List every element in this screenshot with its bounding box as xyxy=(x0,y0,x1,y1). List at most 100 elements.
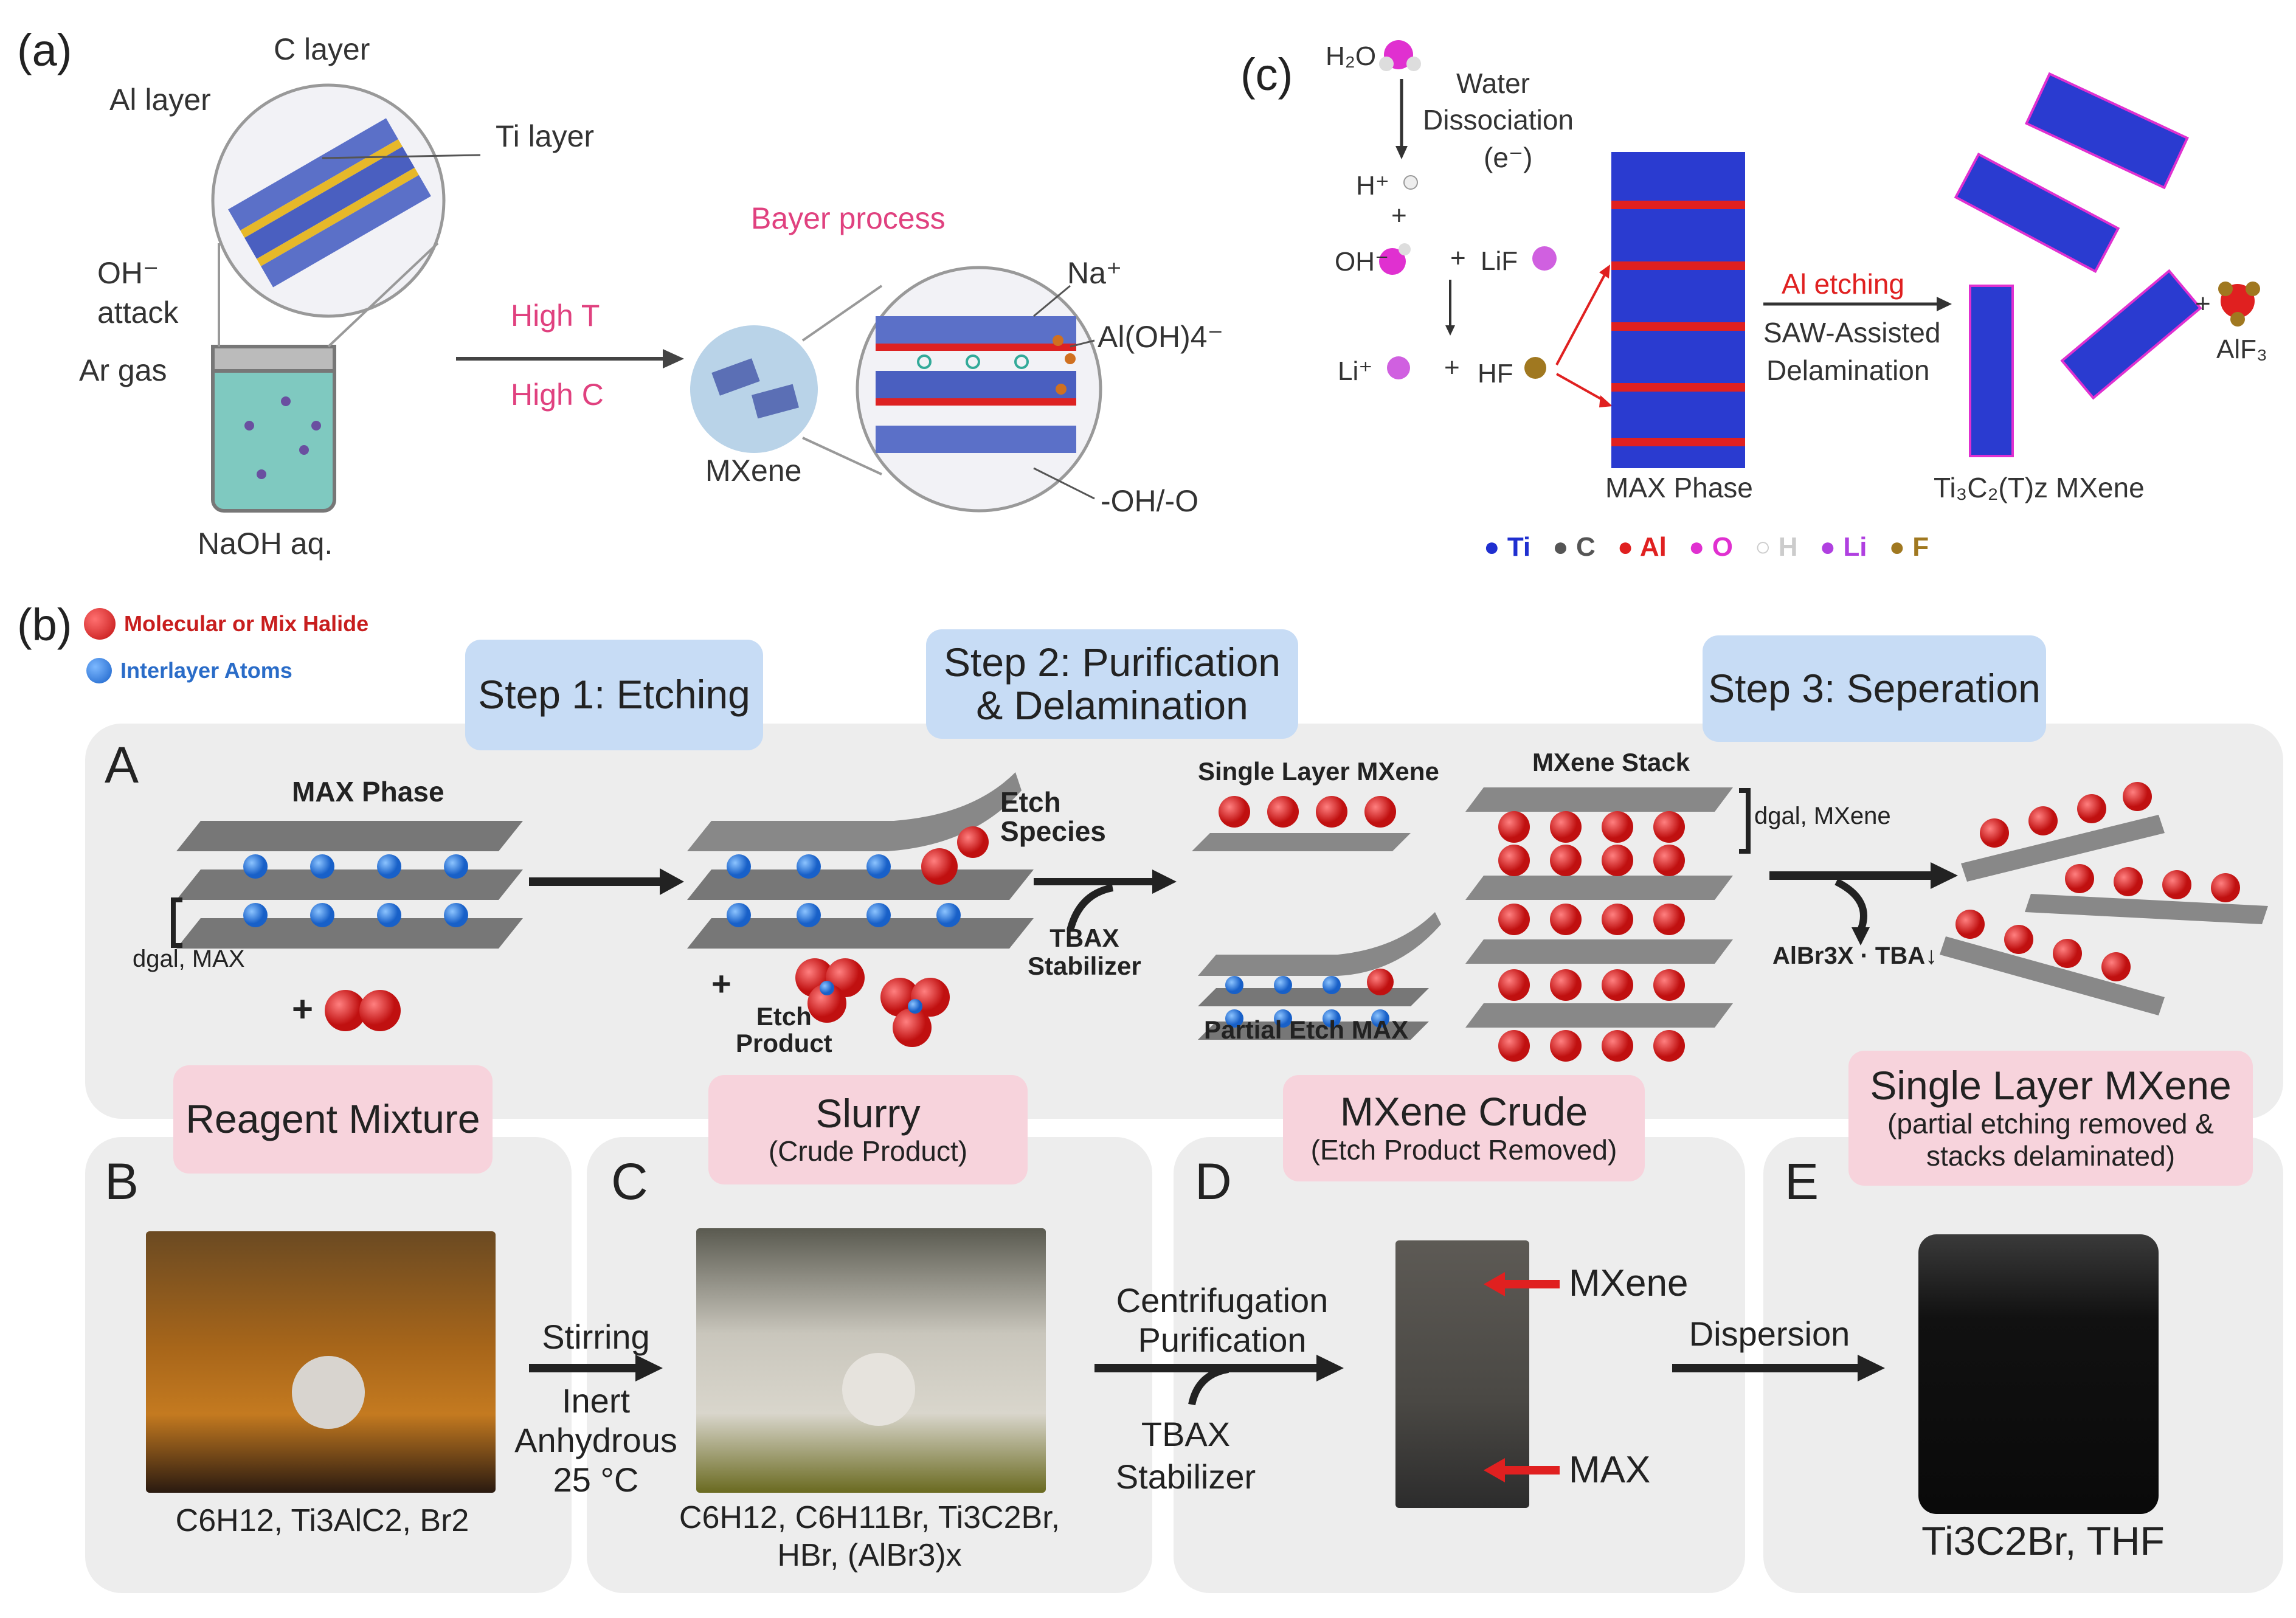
panel-a: (a) C layer Al layer Ti layer OH⁻ attack… xyxy=(0,0,1234,561)
slurry-pill: Slurry(Crude Product) xyxy=(708,1075,1028,1184)
panel-c-letter: (c) xyxy=(1240,49,1293,100)
mxene-pointer-label: MXene xyxy=(1569,1262,1689,1304)
photo-reagent-flask xyxy=(146,1231,496,1493)
stabilizer-d-label: Stabilizer xyxy=(1115,1457,1256,1496)
sub-letter-c: C xyxy=(611,1153,648,1210)
legend-f: ● F xyxy=(1889,532,1929,562)
mxene-stack-title: MXene Stack xyxy=(1532,748,1690,776)
al-etching-label: Al etching xyxy=(1782,268,1905,300)
sub-letter-d: D xyxy=(1195,1153,1232,1210)
plus-1: + xyxy=(1391,201,1407,230)
sub-letter-b: B xyxy=(105,1153,139,1210)
aloh4-label: Al(OH)4⁻ xyxy=(1098,320,1223,354)
red-sphere-icon xyxy=(84,608,116,640)
reagent-pill: Reagent Mixture xyxy=(173,1065,493,1174)
dgal-mxene-label: dgal, MXene xyxy=(1754,803,1891,829)
plus-3: + xyxy=(1444,353,1460,382)
panel-c-legend: ● Ti ● C ● Al ● O ○ H ● Li ● F xyxy=(1484,532,1929,562)
h2o-label: H₂O xyxy=(1326,41,1377,71)
tbax-d-label: TBAX xyxy=(1141,1415,1231,1453)
legend-blue-item: Interlayer Atoms xyxy=(86,658,292,683)
dgal-max-label: dgal, MAX xyxy=(133,946,245,972)
max-phase-structure xyxy=(1611,152,1745,468)
max-phase-plates xyxy=(171,821,523,1031)
water-label: Water xyxy=(1456,67,1530,99)
plus-4: + xyxy=(2195,289,2211,319)
mxene-label: MXene xyxy=(705,454,802,488)
oh-attack-label: OH⁻ xyxy=(97,256,159,290)
partial-etch-title: Partial Etch MAX xyxy=(1204,1015,1409,1044)
panel-c: (c) H₂O Water Dissociation (e⁻) H⁺ + OH⁻… xyxy=(1240,0,2296,572)
single-layer-mxene xyxy=(1192,796,1411,851)
alf3-label: AlF₃ xyxy=(2216,334,2267,364)
temp-label: 25 °C xyxy=(553,1461,639,1499)
row-a-letter: A xyxy=(105,736,139,793)
plus-etch: + xyxy=(711,964,731,1003)
separated-mxene-flakes xyxy=(1940,782,2268,1015)
caption-c: C6H12, C6H11Br, Ti3C2Br,HBr, (AlBr3)x xyxy=(679,1500,1060,1574)
caption-e: Ti3C2Br, THF xyxy=(1921,1518,2165,1563)
delamination-label: Delamination xyxy=(1766,354,1930,386)
naoh-label: NaOH aq. xyxy=(198,527,333,561)
legend-c: ● C xyxy=(1552,532,1596,562)
saw-label: SAW-Assisted xyxy=(1763,317,1941,348)
row-a-diagram xyxy=(171,772,2268,1062)
panel-c-graphic xyxy=(1379,40,2260,468)
max-phase-label: MAX Phase xyxy=(1605,472,1753,503)
dispersion-label: Dispersion xyxy=(1689,1315,1850,1353)
legend-al: ● Al xyxy=(1617,532,1667,562)
etching-plates xyxy=(687,772,1034,1047)
li-plus-label: Li⁺ xyxy=(1338,356,1373,386)
single-pill: Single Layer MXene (partial etching remo… xyxy=(1848,1051,2253,1186)
photo-dispersion-vial xyxy=(1918,1234,2159,1514)
panel-a-letter: (a) xyxy=(17,25,72,75)
plus-2: + xyxy=(1450,243,1466,273)
plus-row-a: + xyxy=(292,989,314,1029)
stirring-label: Stirring xyxy=(542,1318,650,1356)
dissociation-label: Dissociation xyxy=(1423,104,1574,136)
inert-label: Inert xyxy=(561,1381,631,1420)
hf-label: HF xyxy=(1478,359,1513,389)
panel-b-letter: (b) xyxy=(17,600,72,650)
step-1-pill: Step 1: Etching xyxy=(465,640,763,750)
mxene-circle xyxy=(690,325,818,453)
electron-label: (e⁻) xyxy=(1484,142,1533,173)
mxene-stack xyxy=(1465,787,1751,1062)
caption-b: C6H12, Ti3AlC2, Br2 xyxy=(175,1503,469,1538)
ti-layer-label: Ti layer xyxy=(496,119,595,153)
al-layer-label: Al layer xyxy=(109,83,211,117)
sub-letter-e: E xyxy=(1785,1153,1819,1210)
legend-red-item: Molecular or Mix Halide xyxy=(84,608,368,640)
anhydrous-label: Anhydrous xyxy=(514,1421,677,1459)
mxene-flakes xyxy=(1954,72,2202,457)
h-plus-label: H⁺ xyxy=(1356,171,1389,201)
legend-o: ● O xyxy=(1688,532,1733,562)
centrifugation-label: Centrifugation xyxy=(1116,1281,1329,1319)
max-pointer-label: MAX xyxy=(1569,1449,1651,1491)
photo-slurry-flask xyxy=(696,1228,1046,1493)
lif-label: LiF xyxy=(1481,246,1518,276)
high-c-label: High C xyxy=(511,378,604,412)
blue-sphere-icon xyxy=(86,658,112,683)
partial-etch-max xyxy=(1198,912,1441,1040)
ar-gas-label: Ar gas xyxy=(79,353,167,387)
na-label: Na⁺ xyxy=(1067,256,1122,290)
high-t-label: High T xyxy=(511,299,600,333)
albr-label: AlBr3X · TBA↓ xyxy=(1772,942,1938,969)
legend-ti: ● Ti xyxy=(1484,532,1531,562)
step-2-pill: Step 2: Purification& Delamination xyxy=(926,629,1298,739)
panel-a-graphic xyxy=(73,24,1228,559)
mxene-ti3c2-label: Ti₃C₂(T)z MXene xyxy=(1934,472,2145,503)
crude-pill: MXene Crude(Etch Product Removed) xyxy=(1283,1075,1645,1181)
oh-minus-label: OH⁻ xyxy=(1335,247,1389,277)
single-layer-title: Single Layer MXene xyxy=(1198,757,1439,786)
legend-h: ○ H xyxy=(1754,532,1798,562)
oh-o-label: -OH/-O xyxy=(1101,484,1199,518)
max-phase-title: MAX Phase xyxy=(292,776,444,807)
c-layer-label: C layer xyxy=(274,32,370,66)
legend-li: ● Li xyxy=(1819,532,1867,562)
photo-centrifuge-tube xyxy=(1395,1240,1529,1508)
